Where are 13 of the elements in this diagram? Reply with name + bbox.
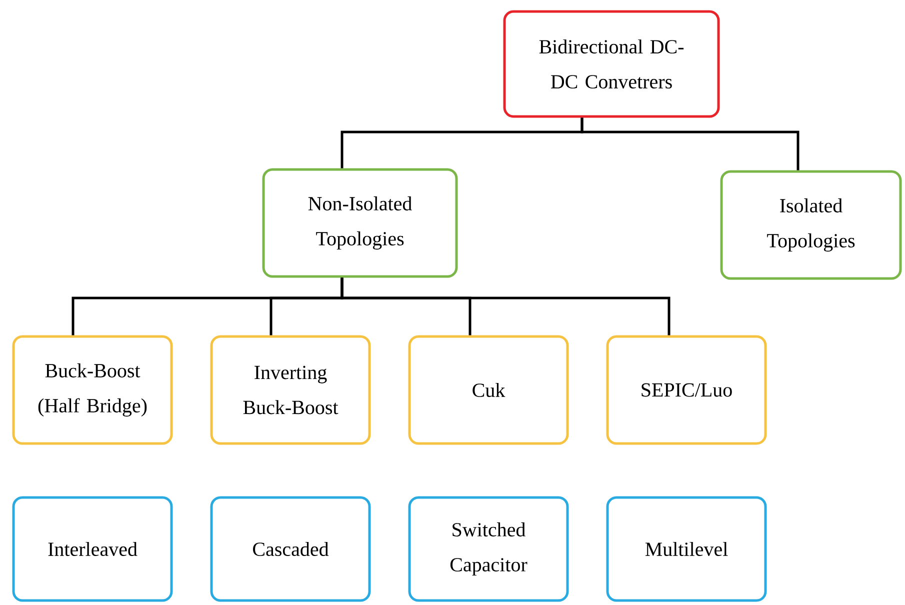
topology-box: Interleaved bbox=[12, 496, 173, 602]
topology-box: Cascaded bbox=[210, 496, 371, 602]
topology-box: Cuk bbox=[408, 335, 569, 445]
topology-box: Multilevel bbox=[606, 496, 767, 602]
connector-line bbox=[580, 118, 800, 170]
topology-box: Bidirectional DC-DC Convetrers bbox=[503, 10, 720, 118]
topology-box: Switched Capacitor bbox=[408, 496, 569, 602]
topology-box: Non-Isolated Topologies bbox=[262, 168, 458, 278]
topology-box: SEPIC/Luo bbox=[606, 335, 767, 445]
topology-box: Isolated Topologies bbox=[720, 170, 902, 280]
connector-line bbox=[340, 278, 670, 336]
topology-box: Inverting Buck-Boost bbox=[210, 335, 371, 445]
topology-box: Buck-Boost (Half Bridge) bbox=[12, 335, 173, 445]
